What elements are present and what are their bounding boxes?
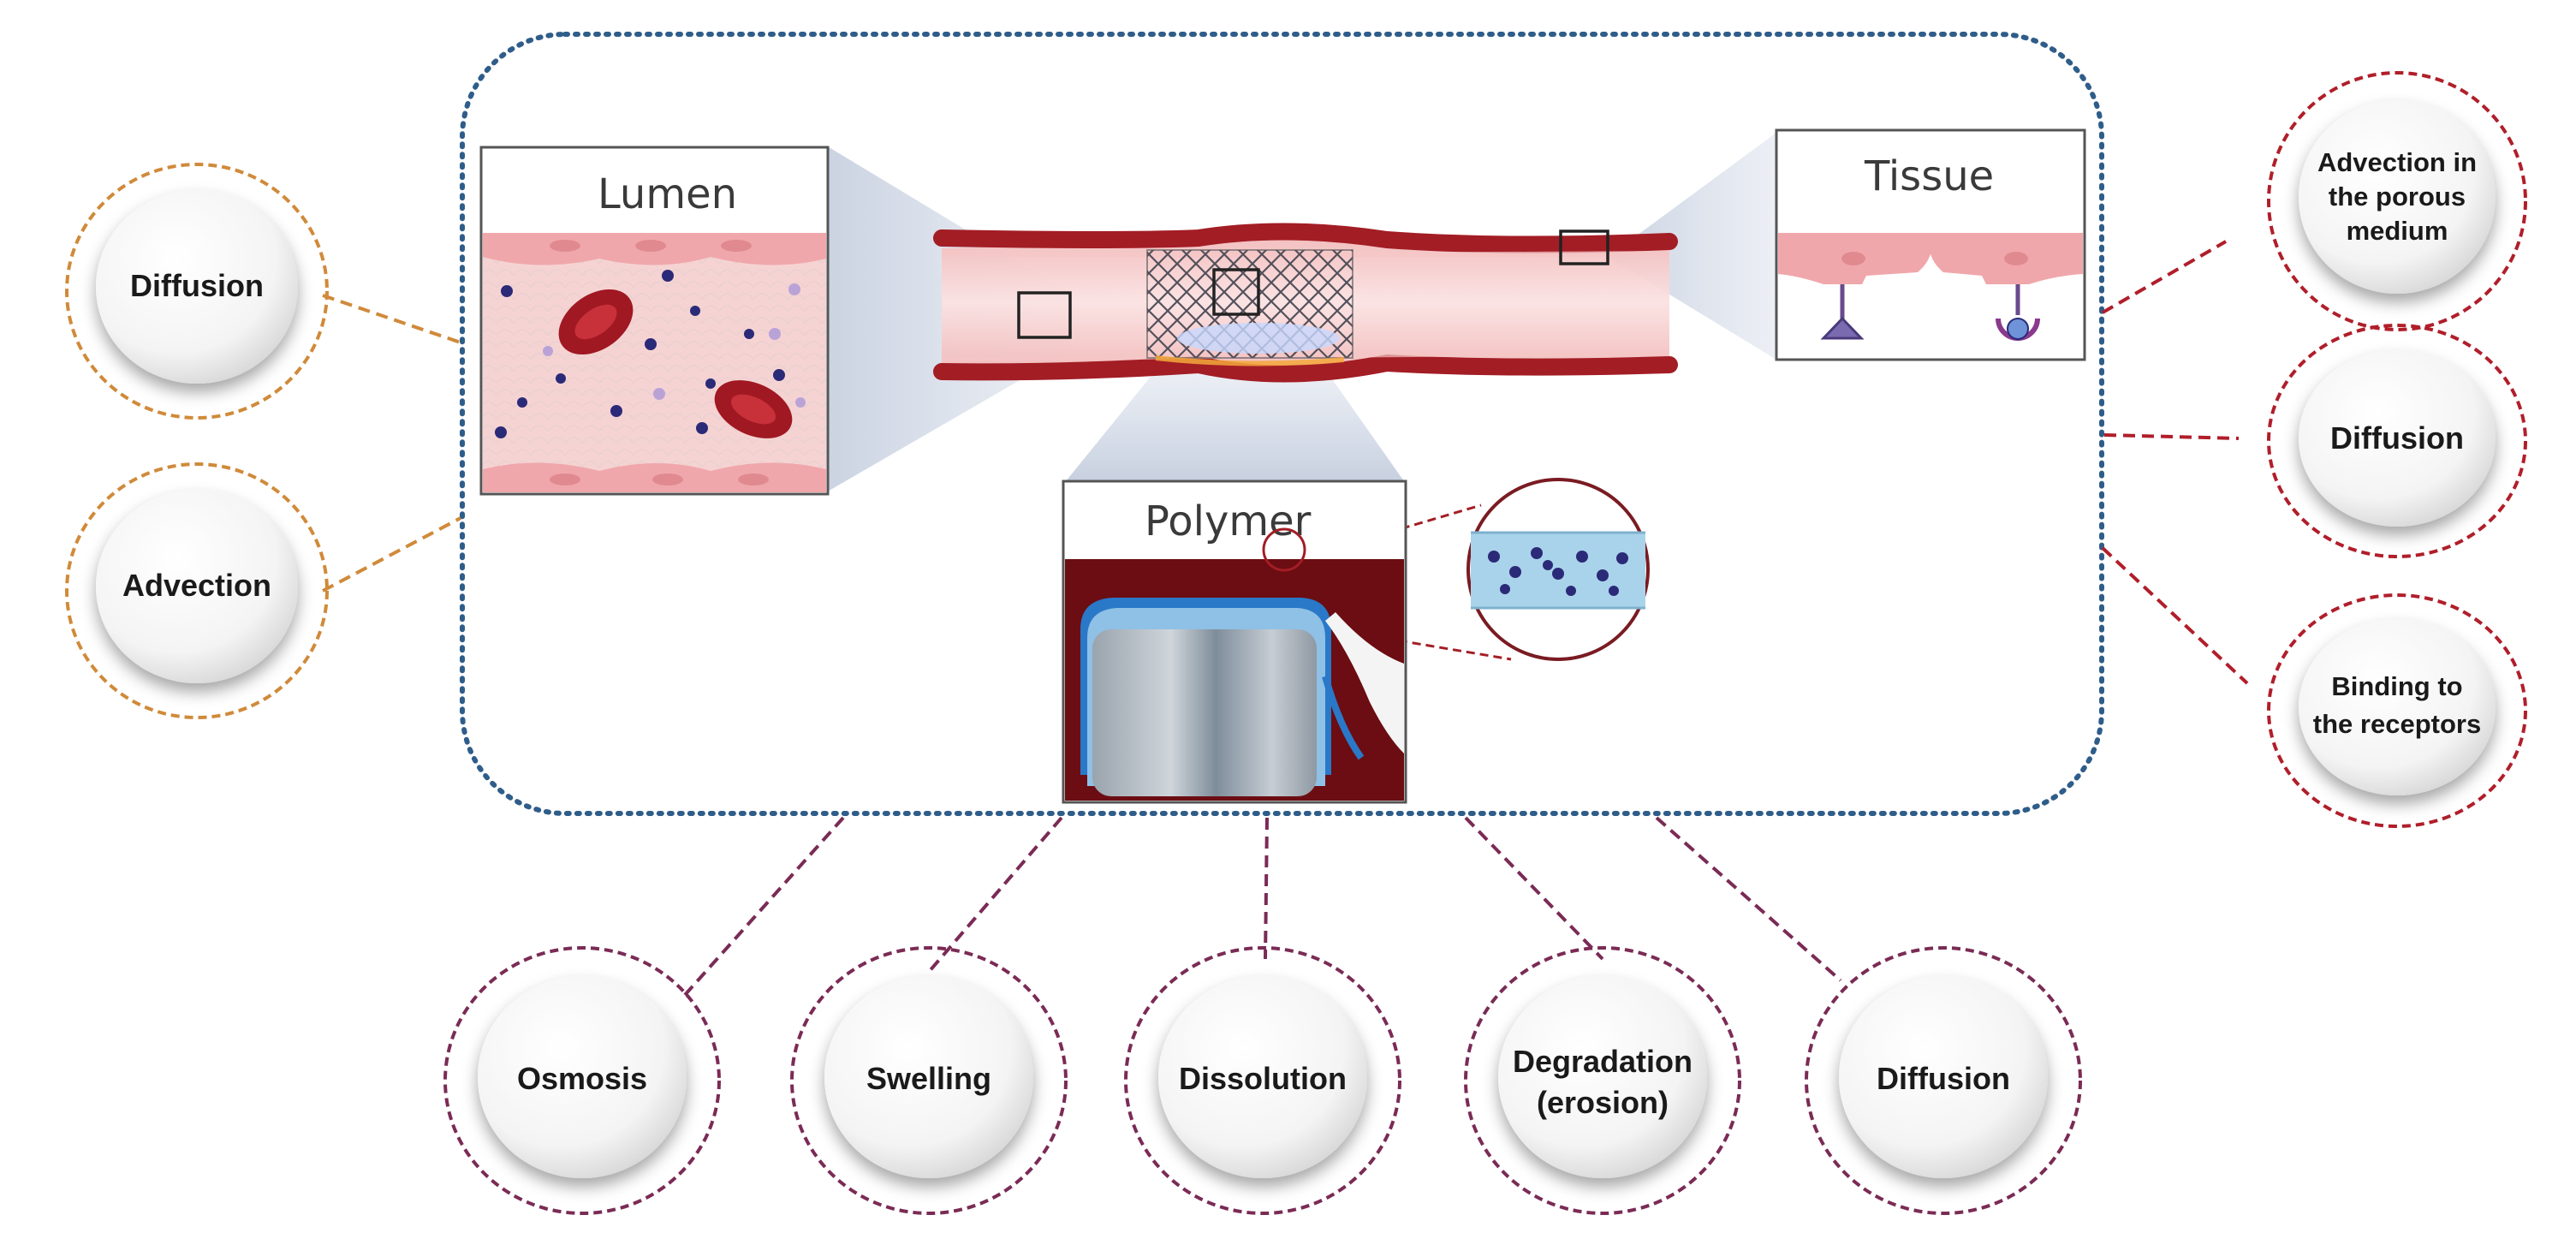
bubble-label: Diffusion <box>130 268 264 303</box>
bubble-label-line: Advection in <box>2317 147 2477 177</box>
bubble-bottom-osmosis: Osmosis <box>443 946 721 1215</box>
bottom-connectors <box>683 816 1842 997</box>
stent <box>1146 249 1353 366</box>
polymer-inset-line-top <box>1335 503 1482 550</box>
bubble-left-diffusion: Diffusion <box>65 163 329 420</box>
lumen-panel: Lumen <box>479 146 830 496</box>
right-connectors <box>2101 240 2249 685</box>
bubble-bottom-swelling: Swelling <box>790 946 1068 1215</box>
bubble-right-advection-porous: Advection in the porous medium <box>2267 71 2527 331</box>
polymer-title: Polymer <box>1145 497 1312 545</box>
bubble-label: Diffusion <box>2330 420 2464 456</box>
polymer-zoom-beam <box>1066 360 1404 481</box>
bubble-bottom-dissolution: Dissolution <box>1124 946 1401 1215</box>
bubble-right-diffusion: Diffusion <box>2267 324 2527 558</box>
receptor <box>1820 284 1865 340</box>
bubble-label-line: medium <box>2347 216 2448 246</box>
bubble-label-line: Binding to <box>2331 671 2462 701</box>
tissue-zoom-beam <box>1608 133 1776 360</box>
bubble-bottom-diffusion: Diffusion <box>1805 946 2082 1215</box>
tissue-panel: Tissue <box>1775 128 2086 361</box>
bubble-label: Osmosis <box>517 1061 647 1096</box>
polymer-inset <box>1466 478 1650 661</box>
bubble-bottom-degradation: Degradation (erosion) <box>1464 946 1741 1215</box>
red-blood-cell <box>558 289 634 355</box>
tissue-title: Tissue <box>1864 152 1994 200</box>
stent-zoom-marker <box>1212 268 1260 316</box>
bubble-label-line: (erosion) <box>1537 1085 1669 1120</box>
polymer-zoom-marker <box>1262 527 1306 572</box>
bubble-label-line: the receptors <box>2313 709 2481 739</box>
left-connectors <box>322 294 461 593</box>
drug-particles-light <box>543 283 806 408</box>
red-blood-cell <box>714 380 793 438</box>
lumen-zoom-marker <box>1017 291 1072 339</box>
polymer-film <box>1092 629 1317 796</box>
polymer-panel: Polymer <box>1062 480 1407 804</box>
bubble-label: Advection <box>122 568 271 603</box>
model-domain-container <box>460 32 2104 816</box>
tissue-zoom-marker <box>1559 229 1609 265</box>
drug-particles <box>495 270 785 438</box>
receptor-bound <box>1996 284 2040 341</box>
bubble-label: Diffusion <box>1877 1061 2010 1096</box>
lumen-title: Lumen <box>598 170 737 218</box>
bubble-label-line: the porous <box>2329 182 2466 211</box>
bubble-left-advection: Advection <box>65 462 329 719</box>
bubble-right-binding: Binding to the receptors <box>2267 593 2527 828</box>
bubble-label: Dissolution <box>1179 1061 1347 1096</box>
bubble-label-line: Degradation <box>1513 1044 1693 1079</box>
bubble-label: Swelling <box>866 1061 991 1096</box>
